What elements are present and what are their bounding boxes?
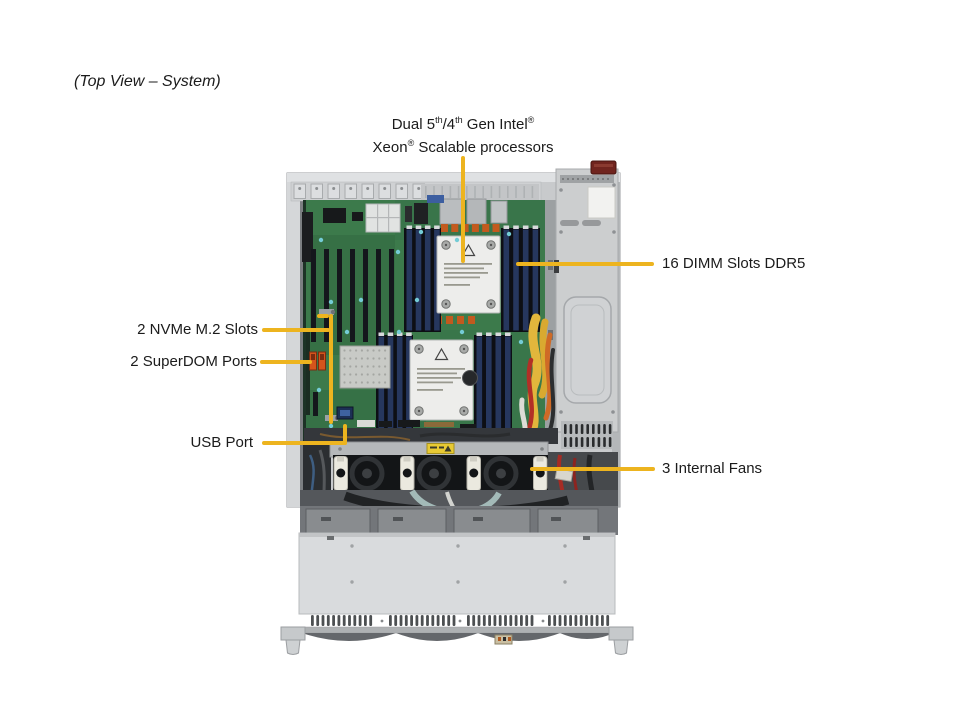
chassis-foot <box>280 626 306 655</box>
usb-port <box>336 406 354 420</box>
motherboard <box>302 195 547 445</box>
dimm-label: 16 DIMM Slots DDR5 <box>662 255 806 272</box>
vent-slots <box>311 615 373 626</box>
cpu2-heatsink <box>409 339 474 421</box>
fan <box>483 456 519 491</box>
dimm-bank <box>474 332 512 432</box>
pcie-slots <box>311 249 394 342</box>
vent-slots <box>548 615 610 626</box>
superdom-label: 2 SuperDOM Ports <box>130 353 257 370</box>
processors-label-line2: Xeon® Scalable processors <box>372 138 554 156</box>
processors-callout-line <box>461 156 465 263</box>
dimm-bank <box>404 225 441 332</box>
dimm-callout-line <box>516 262 654 266</box>
fan <box>416 456 452 491</box>
vent-slots <box>467 615 534 626</box>
psu-vent-grille <box>561 421 613 449</box>
drive-bay-area <box>300 489 618 535</box>
fans-label: 3 Internal Fans <box>662 460 763 477</box>
psu-bay <box>554 160 619 449</box>
nvme-callout-bracket-vertical <box>329 314 333 424</box>
front-cover-panel <box>280 532 634 655</box>
psu-label-sticker <box>587 186 616 219</box>
psu-handle <box>590 160 617 175</box>
expansion-slot-brackets <box>293 183 425 199</box>
processors-label: Dual 5th/4th Gen Intel® Xeon® Scalable p… <box>339 111 587 157</box>
superdom-callout-line <box>260 360 312 364</box>
fan <box>349 456 385 491</box>
nvme-callout-line <box>262 328 330 332</box>
power-cables <box>510 313 556 444</box>
nvme-label: 2 NVMe M.2 Slots <box>137 321 258 338</box>
usb-label: USB Port <box>190 434 253 451</box>
usb-callout-line <box>262 441 347 445</box>
nvme-callout-bracket-tick <box>317 314 329 318</box>
vrm-row-cpu1 <box>441 224 500 232</box>
page-title: (Top View – System) <box>74 73 221 90</box>
fan-crossbar <box>329 441 549 458</box>
processors-label-line1: Dual 5th/4th Gen Intel® <box>391 115 535 133</box>
m2-slot <box>319 309 336 315</box>
rear-io-rail <box>290 181 542 202</box>
capacitors <box>316 229 524 429</box>
chipset-heatsink <box>339 345 391 389</box>
cpu1-heatsink <box>436 235 501 314</box>
chassis-foot <box>608 626 634 655</box>
usb-callout-line-vertical <box>343 424 347 445</box>
cmos-battery <box>462 370 478 386</box>
fans-callout-line <box>530 467 655 471</box>
vent-slots <box>389 615 456 626</box>
